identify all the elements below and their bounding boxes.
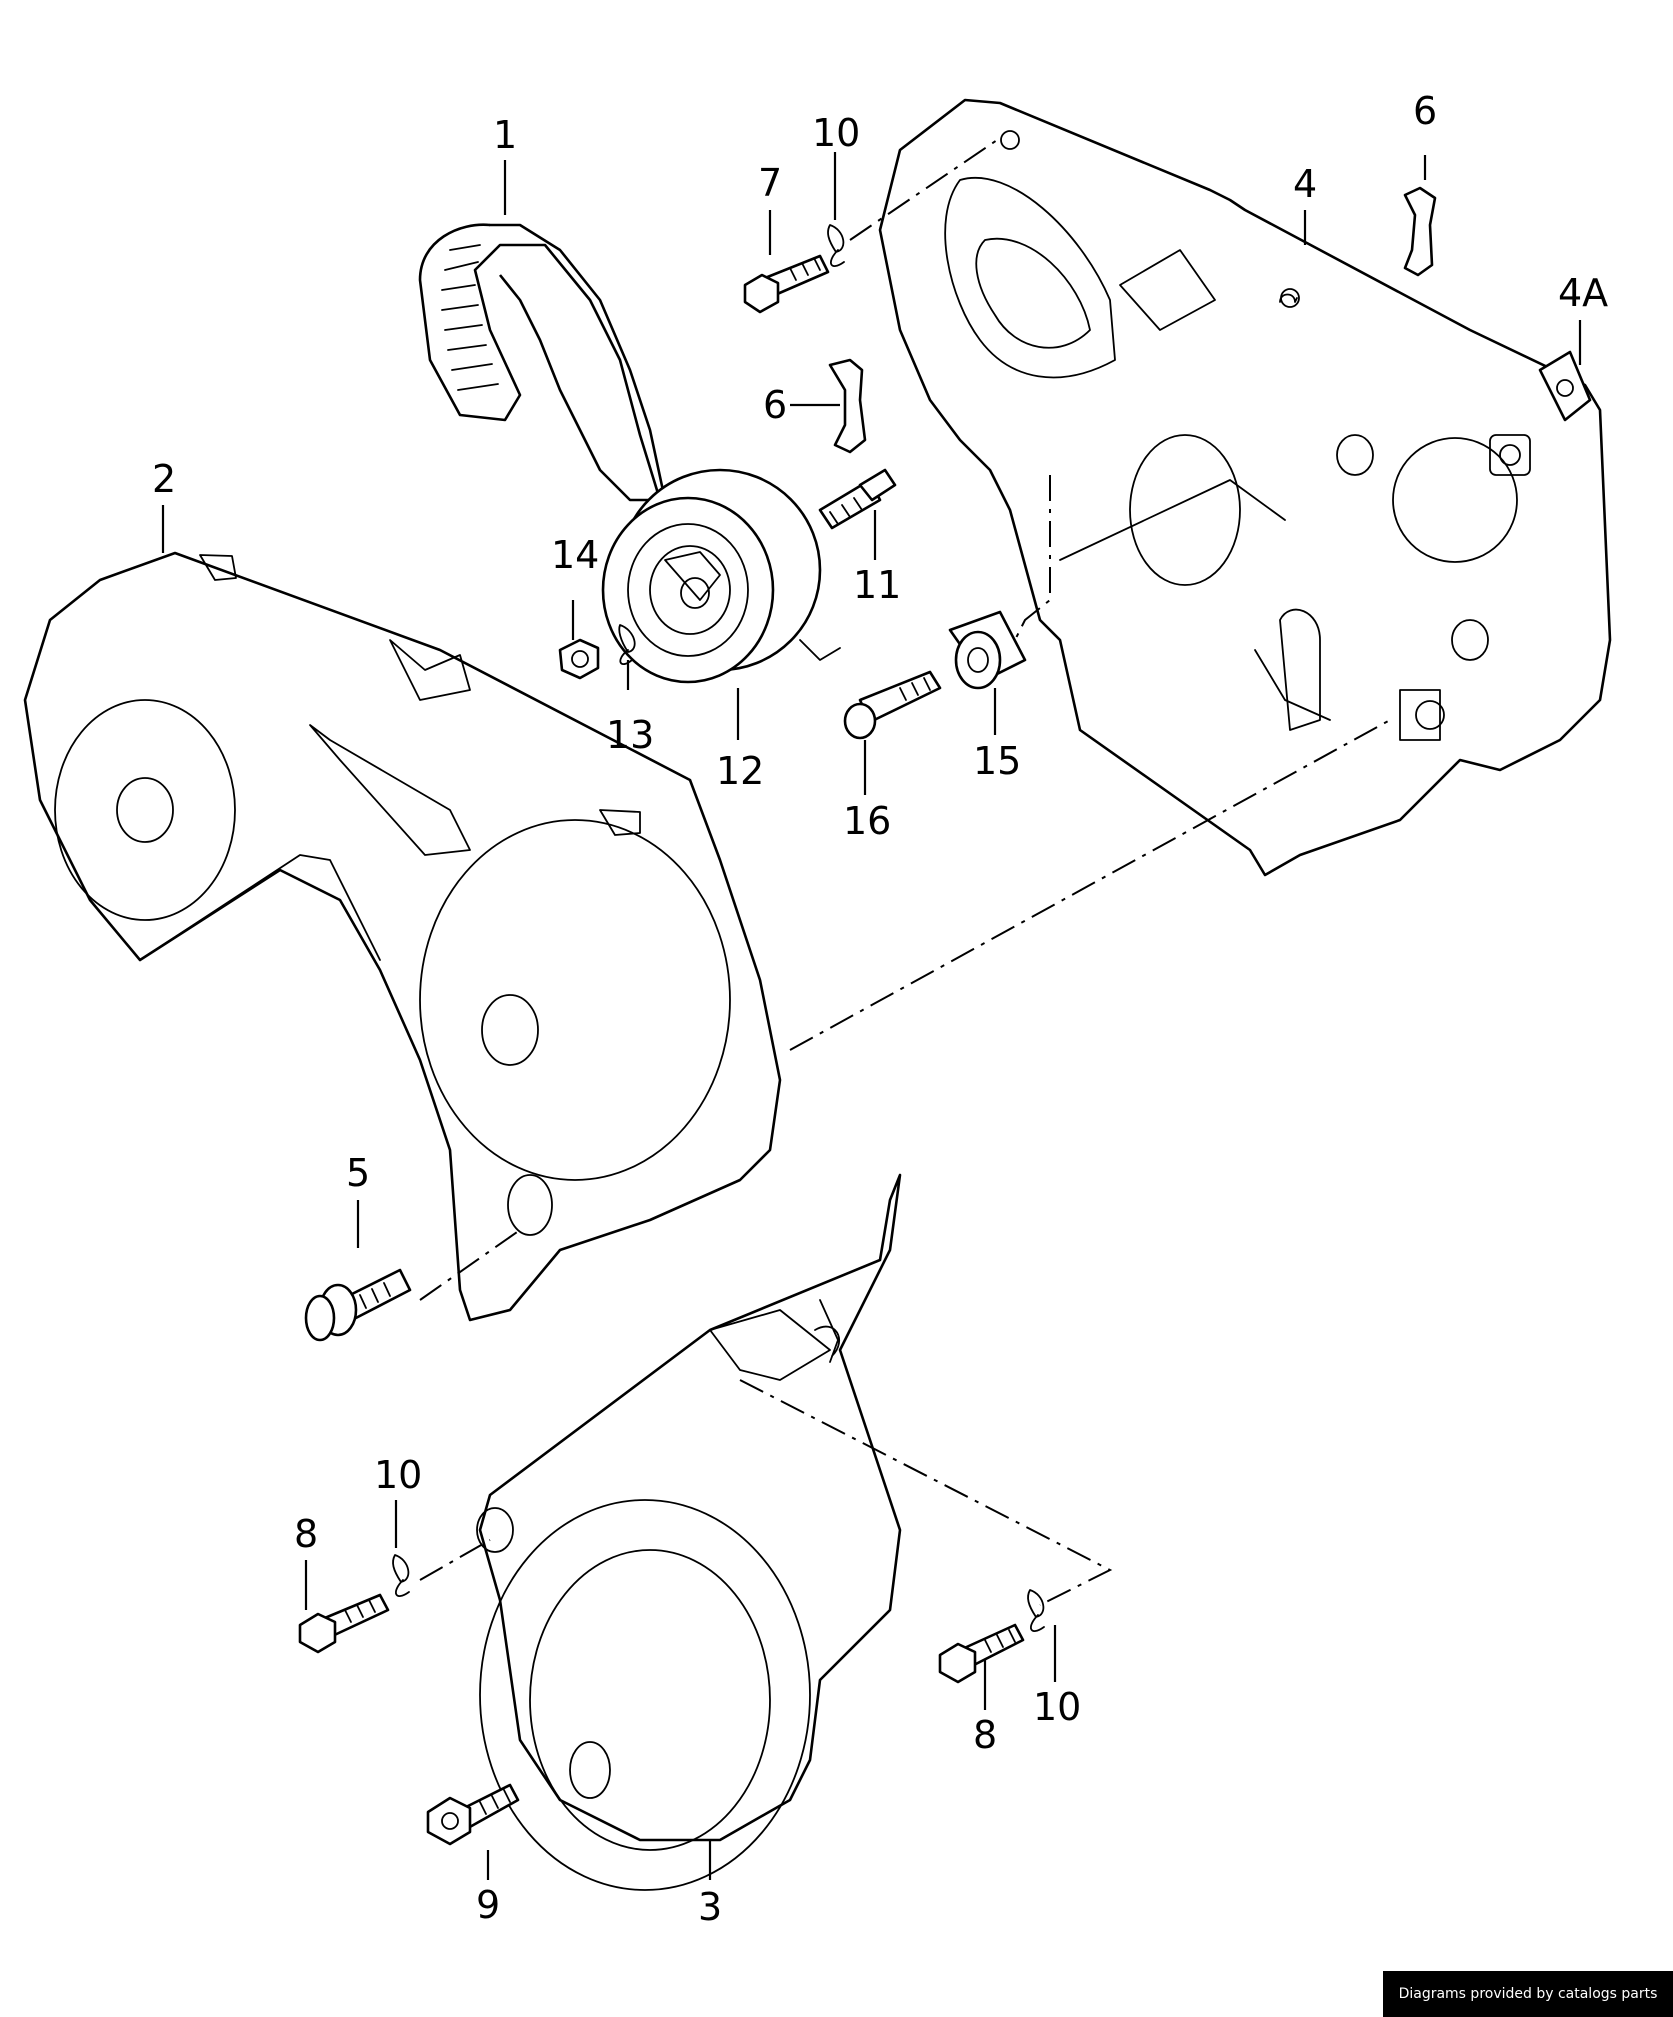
callout-1: 1 (493, 113, 517, 157)
callout-8-right: 8 (973, 1713, 997, 1757)
bracket-part-4a[interactable] (1538, 350, 1592, 422)
upper-timing-cover-part-2[interactable] (23, 551, 782, 1322)
callout-10-left: 10 (374, 1453, 422, 1497)
washer-part-10-left[interactable] (392, 1554, 410, 1597)
washer-part-10-right[interactable] (1027, 1589, 1045, 1632)
stud-part-11[interactable] (818, 468, 897, 530)
callout-12: 12 (716, 749, 764, 793)
bolt-part-8-left[interactable] (298, 1593, 390, 1654)
callout-4: 4 (1293, 162, 1317, 206)
callout-16: 16 (843, 799, 891, 843)
clip-part-6-upper[interactable] (1403, 186, 1437, 277)
callout-3: 3 (698, 1885, 722, 1929)
clip-part-6-middle[interactable] (828, 358, 867, 454)
callout-15: 15 (973, 739, 1021, 783)
callout-labels: 1 2 3 4 4A 5 6 6 7 8 8 9 10 10 10 11 12 … (152, 89, 1608, 1929)
washer-part-13[interactable] (618, 624, 636, 665)
screw-part-5[interactable] (304, 1268, 412, 1342)
callout-11: 11 (853, 563, 901, 607)
timing-belt-part-1[interactable] (418, 223, 667, 502)
washer-part-10-top[interactable] (827, 224, 845, 267)
callout-14: 14 (551, 533, 599, 577)
bolt-part-8-right[interactable] (938, 1623, 1025, 1684)
callout-5: 5 (346, 1151, 370, 1195)
tensioner-pulley-part-12[interactable] (601, 468, 841, 684)
callout-10-top: 10 (812, 111, 860, 155)
lower-timing-cover-part-3[interactable] (476, 1173, 902, 1891)
assembly-lines (419, 137, 1391, 1606)
bolt-part-7[interactable] (743, 254, 830, 314)
credit-banner: Diagrams provided by catalogs parts (1383, 1971, 1673, 2017)
bolt-part-9[interactable] (426, 1783, 520, 1846)
nut-part-14[interactable] (558, 638, 600, 680)
callout-6-middle: 6 (763, 383, 787, 427)
idler-roller-part-15[interactable] (948, 610, 1027, 690)
callout-6-upper: 6 (1413, 89, 1437, 133)
callout-7: 7 (758, 161, 782, 205)
callout-8-left: 8 (294, 1512, 318, 1556)
callout-2: 2 (152, 457, 176, 501)
rear-timing-cover-part-4[interactable] (878, 98, 1612, 877)
leader-lines (161, 152, 1582, 1880)
callout-4a: 4A (1558, 271, 1608, 315)
callout-13: 13 (606, 713, 654, 757)
callout-9: 9 (476, 1883, 500, 1927)
callout-10-right: 10 (1033, 1685, 1081, 1729)
bolt-part-16[interactable] (843, 670, 942, 740)
